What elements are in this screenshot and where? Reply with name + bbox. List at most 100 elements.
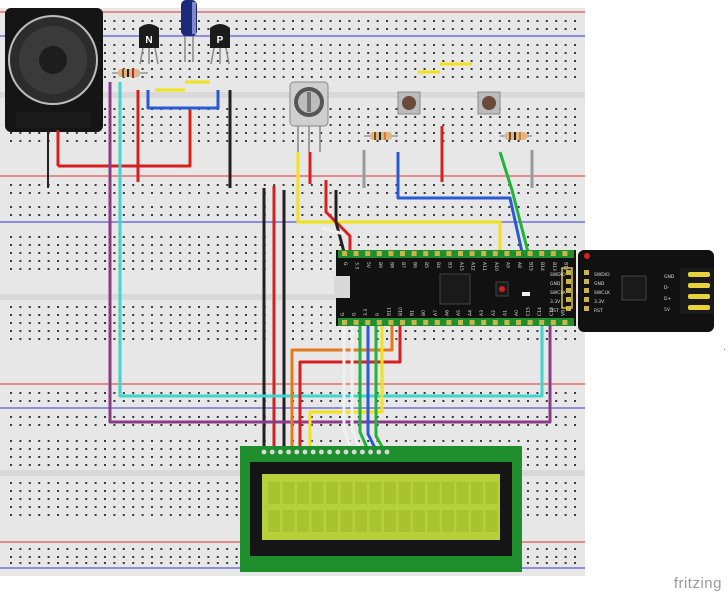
breadboard-hole	[235, 498, 238, 500]
breadboard-hole	[122, 440, 125, 442]
breadboard-hole	[245, 60, 247, 62]
breadboard-hole	[404, 68, 407, 70]
breadboard-hole	[226, 124, 229, 126]
breadboard-hole	[555, 20, 558, 22]
breadboard-hole	[310, 416, 313, 418]
breadboard-hole	[85, 244, 88, 246]
breadboard-hole	[179, 28, 182, 30]
mcu-pin-bottom	[376, 320, 382, 325]
breadboard-hole	[216, 116, 219, 118]
breadboard-hole	[367, 68, 370, 70]
breadboard-hole	[10, 338, 12, 340]
breadboard-hole	[169, 464, 172, 466]
breadboard-hole	[113, 140, 116, 142]
breadboard-hole	[94, 268, 97, 270]
breadboard-hole	[423, 392, 426, 394]
mcu-usb-port	[334, 276, 350, 298]
breadboard-hole	[527, 440, 529, 442]
mcu-chip	[439, 273, 471, 305]
breadboard-hole	[292, 260, 294, 262]
breadboard-hole	[113, 514, 116, 516]
breadboard-hole	[564, 448, 567, 450]
breadboard-hole	[198, 338, 200, 340]
breadboard-hole	[395, 68, 398, 70]
breadboard-hole	[94, 244, 97, 246]
breadboard-hole	[151, 330, 153, 332]
breadboard-hole	[216, 236, 219, 238]
breadboard-hole	[104, 76, 106, 78]
breadboard-hole	[254, 392, 257, 394]
breadboard-hole	[527, 116, 529, 118]
breadboard-hole	[179, 464, 182, 466]
breadboard-hole	[254, 192, 257, 194]
breadboard-hole	[47, 236, 50, 238]
breadboard-hole	[282, 44, 285, 46]
breadboard-hole	[57, 306, 59, 308]
lcd-character-cell	[326, 510, 338, 532]
breadboard-hole	[113, 236, 116, 238]
breadboard-hole	[235, 244, 238, 246]
breadboard-hole	[113, 44, 116, 46]
breadboard-hole	[66, 482, 69, 484]
breadboard-hole	[480, 68, 482, 70]
breadboard-hole	[527, 60, 529, 62]
breadboard-hole	[245, 184, 247, 186]
breadboard-hole	[94, 214, 97, 216]
breadboard-hole	[451, 68, 454, 70]
breadboard-hole	[104, 214, 106, 216]
button-2-cap	[482, 96, 496, 110]
breadboard-hole	[85, 184, 88, 186]
breadboard-hole	[57, 192, 59, 194]
breadboard-hole	[188, 314, 191, 316]
breadboard-hole	[423, 52, 426, 54]
breadboard-hole	[292, 214, 294, 216]
usb-contact-4	[688, 305, 710, 310]
breadboard-hole	[10, 392, 12, 394]
breadboard-hole	[310, 322, 313, 324]
breadboard-hole	[104, 548, 106, 550]
breadboard-hole	[339, 28, 341, 30]
breadboard-hole	[66, 400, 69, 402]
breadboard-hole	[75, 448, 78, 450]
breadboard-hole	[47, 338, 50, 340]
breadboard-hole	[508, 330, 511, 332]
breadboard-hole	[10, 448, 12, 450]
breadboard-hole	[75, 140, 78, 142]
breadboard-hole	[348, 392, 351, 394]
mcu-reset-button	[499, 286, 505, 292]
mcu-pin-label-bottom: A2	[491, 310, 497, 316]
breadboard-hole	[376, 214, 379, 216]
breadboard-hole	[461, 20, 464, 22]
breadboard-hole	[160, 260, 163, 262]
breadboard-hole	[395, 392, 398, 394]
transistor-n-top	[139, 24, 159, 28]
breadboard-hole	[113, 124, 116, 126]
breadboard-hole	[310, 252, 313, 254]
breadboard-hole	[141, 192, 144, 194]
mcu-pin-label-top: B3	[446, 262, 452, 268]
breadboard-hole	[245, 338, 247, 340]
breadboard-hole	[395, 338, 398, 340]
mcu-pin-bottom	[458, 320, 463, 325]
lcd-pin	[376, 449, 382, 455]
breadboard-hole	[320, 252, 323, 254]
breadboard-hole	[198, 260, 200, 262]
breadboard-hole	[179, 562, 182, 564]
breadboard-hole	[226, 448, 229, 450]
breadboard-hole	[376, 192, 379, 194]
breadboard-hole	[38, 490, 41, 492]
breadboard-hole	[216, 140, 219, 142]
breadboard-hole	[132, 322, 135, 324]
breadboard-hole	[404, 52, 407, 54]
breadboard-hole	[376, 400, 379, 402]
breadboard-hole	[188, 184, 191, 186]
breadboard-hole	[216, 548, 219, 550]
breadboard-hole	[66, 314, 69, 316]
breadboard-hole	[574, 506, 576, 508]
breadboard-hole	[151, 490, 153, 492]
breadboard-hole	[10, 424, 12, 426]
breadboard-hole	[19, 514, 22, 516]
capacitor-stripe	[192, 2, 196, 34]
breadboard-hole	[310, 132, 313, 134]
breadboard-hole	[160, 214, 163, 216]
